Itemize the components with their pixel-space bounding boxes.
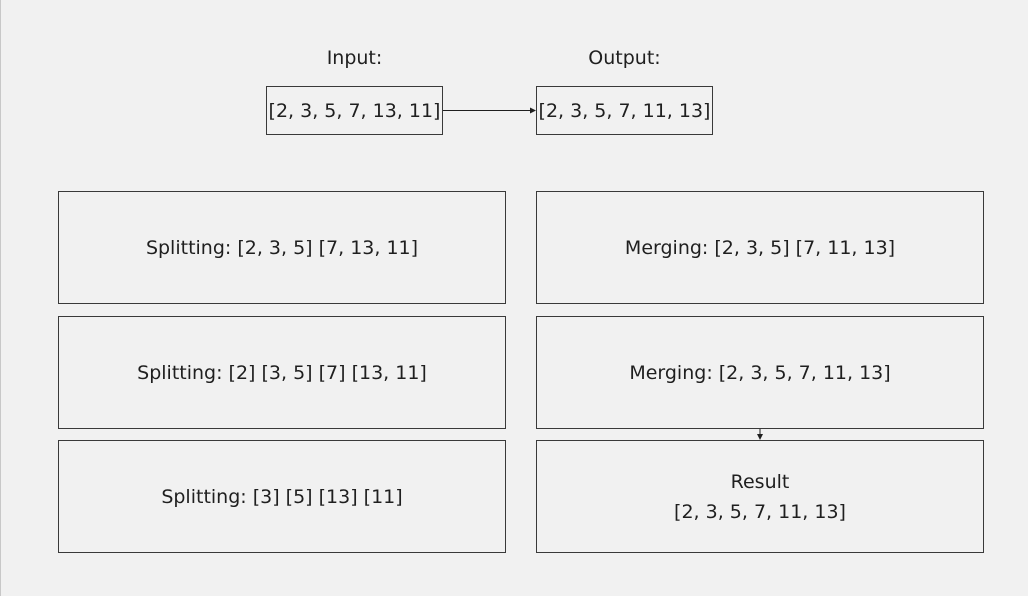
result-box: Result [2, 3, 5, 7, 11, 13] (536, 440, 984, 553)
output-array-value: [2, 3, 5, 7, 11, 13] (538, 99, 711, 122)
splitting-step-2-box: Splitting: [2] [3, 5] [7] [13, 11] (58, 316, 506, 429)
input-heading: Input: (326, 47, 383, 69)
input-array-value: [2, 3, 5, 7, 13, 11] (268, 99, 441, 122)
splitting-step-1-box: Splitting: [2, 3, 5] [7, 13, 11] (58, 191, 506, 304)
result-value: [2, 3, 5, 7, 11, 13] (674, 500, 846, 523)
canvas-left-edge (0, 0, 1, 596)
splitting-step-3-box: Splitting: [3] [5] [13] [11] (58, 440, 506, 553)
merging-step-1-box: Merging: [2, 3, 5] [7, 11, 13] (536, 191, 984, 304)
splitting-step-2-text: Splitting: [2] [3, 5] [7] [13, 11] (137, 361, 427, 384)
merging-step-2-box: Merging: [2, 3, 5, 7, 11, 13] (536, 316, 984, 429)
output-array-box: [2, 3, 5, 7, 11, 13] (536, 86, 713, 135)
splitting-step-1-text: Splitting: [2, 3, 5] [7, 13, 11] (145, 236, 419, 259)
input-array-box: [2, 3, 5, 7, 13, 11] (266, 86, 443, 135)
splitting-step-3-text: Splitting: [3] [5] [13] [11] (161, 485, 403, 508)
result-title: Result (730, 470, 790, 493)
merging-step-1-text: Merging: [2, 3, 5] [7, 11, 13] (624, 236, 896, 259)
merging-step-2-text: Merging: [2, 3, 5, 7, 11, 13] (629, 361, 891, 384)
output-heading: Output: (588, 47, 661, 69)
